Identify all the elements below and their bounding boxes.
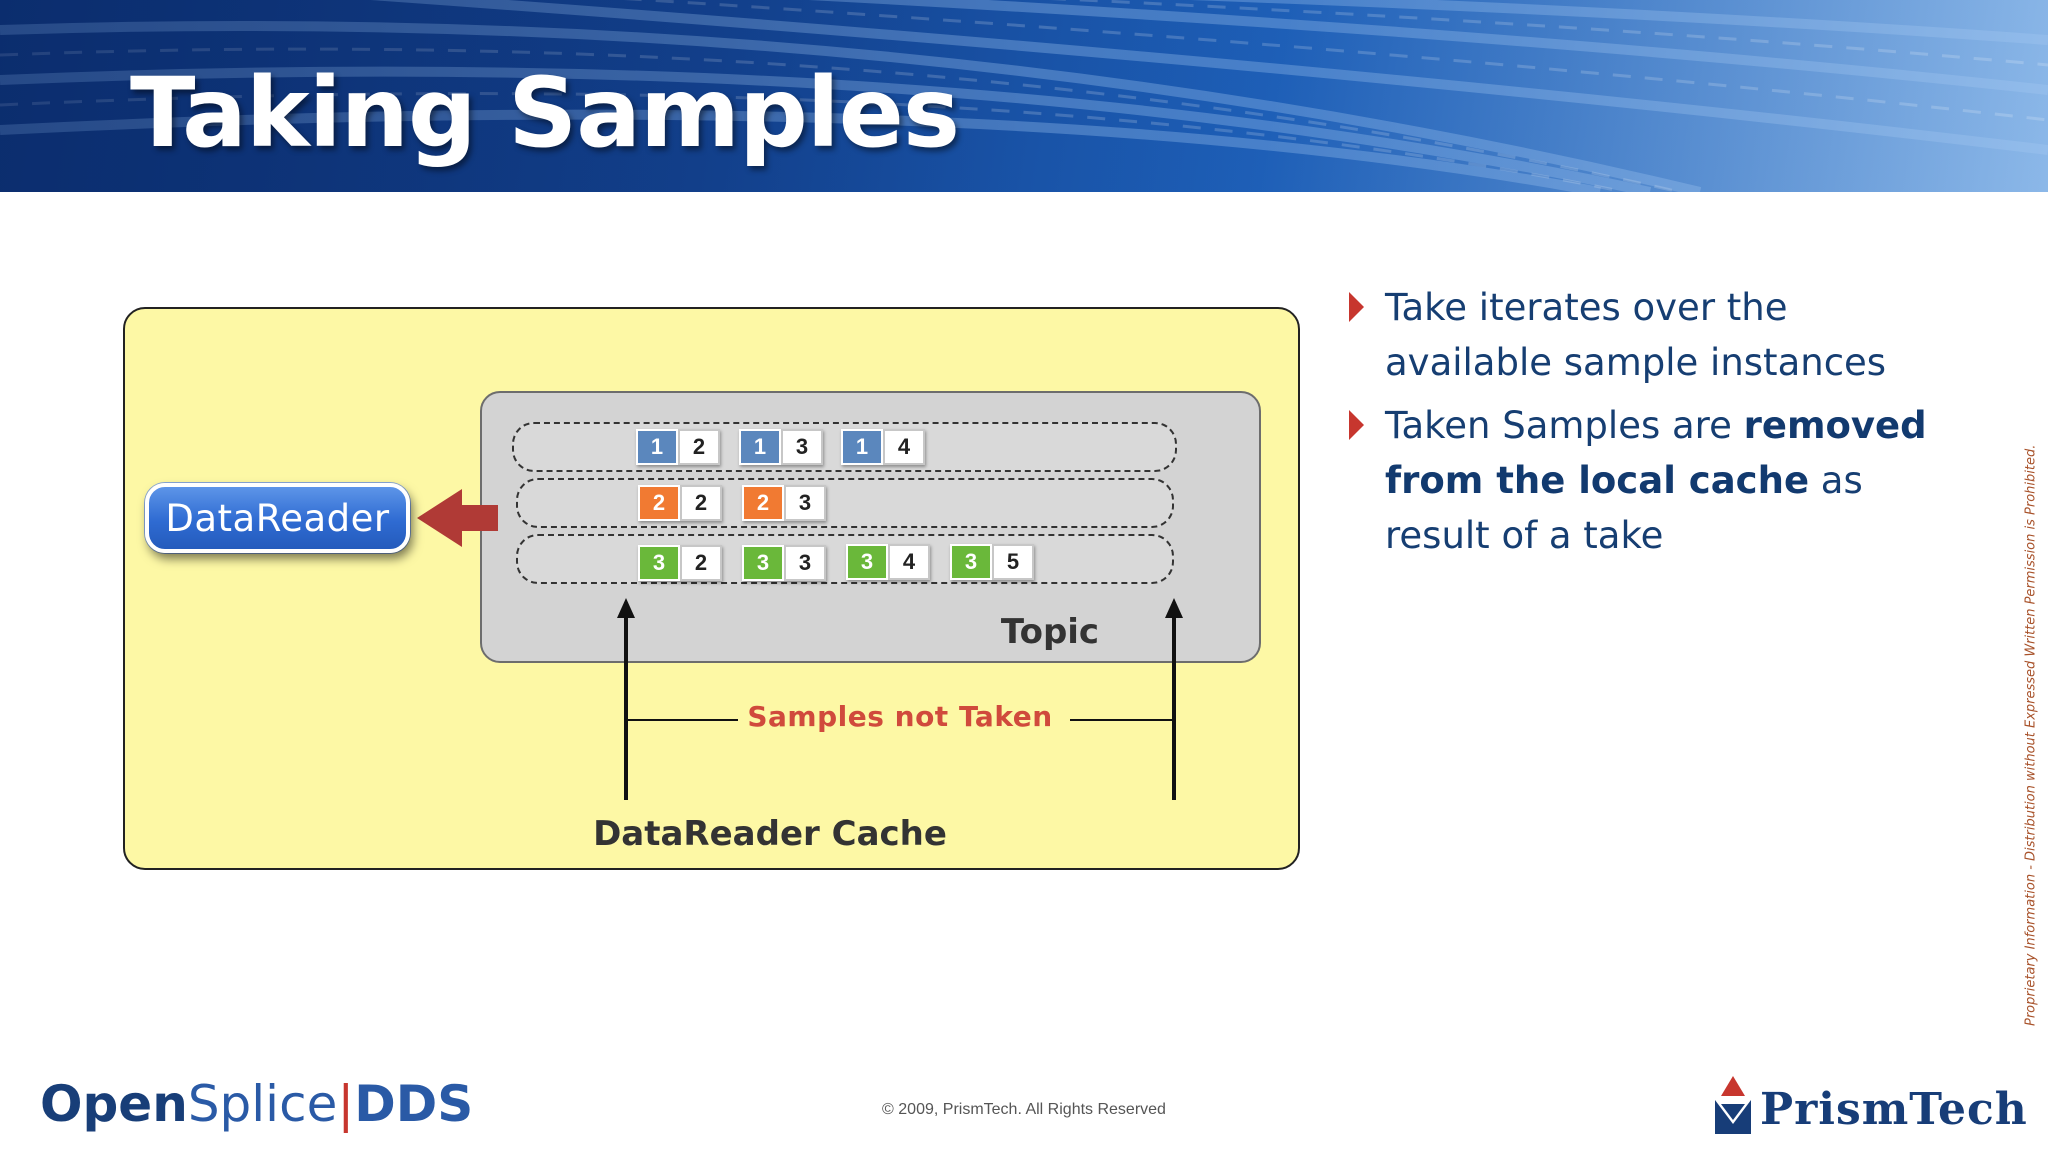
sample-value: 3 [784, 485, 826, 521]
sample-block: 1 3 [739, 429, 823, 465]
sample-block: 2 2 [638, 485, 722, 521]
prism-logo-icon [1715, 1076, 1751, 1134]
instance-row [516, 478, 1174, 528]
sample-key: 1 [841, 429, 883, 465]
sample-key: 1 [636, 429, 678, 465]
logo-dds: DDS [354, 1075, 474, 1133]
instance-row [516, 534, 1174, 584]
opensplice-dds-logo: OpenSplice|DDS [40, 1076, 473, 1132]
sample-key: 3 [950, 544, 992, 580]
datareader-node: DataReader [145, 483, 410, 553]
bullet-list: Take iterates over the available sample … [1345, 280, 1945, 571]
slide-title: Taking Samples [130, 57, 960, 169]
topic-label: Topic [1000, 612, 1100, 652]
sample-value: 2 [680, 545, 722, 581]
sample-value: 3 [784, 545, 826, 581]
datareader-cache-label: DataReader Cache [593, 814, 947, 854]
logo-open: Open [40, 1075, 188, 1133]
sample-key: 3 [846, 544, 888, 580]
bullet-item: Take iterates over the available sample … [1345, 280, 1945, 390]
sample-block: 1 4 [841, 429, 925, 465]
sample-key: 1 [739, 429, 781, 465]
sample-value: 3 [781, 429, 823, 465]
sample-value: 4 [888, 544, 930, 580]
title-banner: Taking Samples [0, 0, 2048, 192]
prismtech-logo: PrismTech [1712, 1072, 2028, 1136]
proprietary-notice: Proprietary Information - Distribution w… [2023, 444, 2039, 1026]
sample-key: 2 [638, 485, 680, 521]
triangle-bullet-icon [1349, 410, 1364, 440]
bullet-emphasis: removed from the local cache [1385, 404, 1927, 502]
sample-value: 4 [883, 429, 925, 465]
sample-value: 2 [680, 485, 722, 521]
copyright-text: © 2009, PrismTech. All Rights Reserved [882, 1101, 1166, 1118]
sample-block: 2 3 [742, 485, 826, 521]
samples-not-taken-label: Samples not Taken [747, 700, 1053, 733]
sample-value: 5 [992, 544, 1034, 580]
sample-key: 3 [742, 545, 784, 581]
triangle-bullet-icon [1349, 292, 1364, 322]
sample-key: 3 [638, 545, 680, 581]
banner-background [0, 0, 2048, 192]
sample-key: 2 [742, 485, 784, 521]
logo-splice: Splice [187, 1075, 338, 1133]
bullet-item: Taken Samples are removed from the local… [1345, 398, 1945, 563]
sample-block: 1 2 [636, 429, 720, 465]
sample-block: 3 3 [742, 545, 826, 581]
bullet-text: Taken Samples are [1385, 404, 1744, 447]
prismtech-wordmark: PrismTech [1760, 1084, 2028, 1135]
bullet-text: Take iterates over the available sample … [1385, 286, 1887, 384]
bullet-text: as result of a take [1385, 459, 1863, 557]
sample-value: 2 [678, 429, 720, 465]
sample-block: 3 2 [638, 545, 722, 581]
sample-block: 3 4 [846, 544, 930, 580]
sample-block: 3 5 [950, 544, 1034, 580]
logo-separator: | [337, 1075, 355, 1133]
